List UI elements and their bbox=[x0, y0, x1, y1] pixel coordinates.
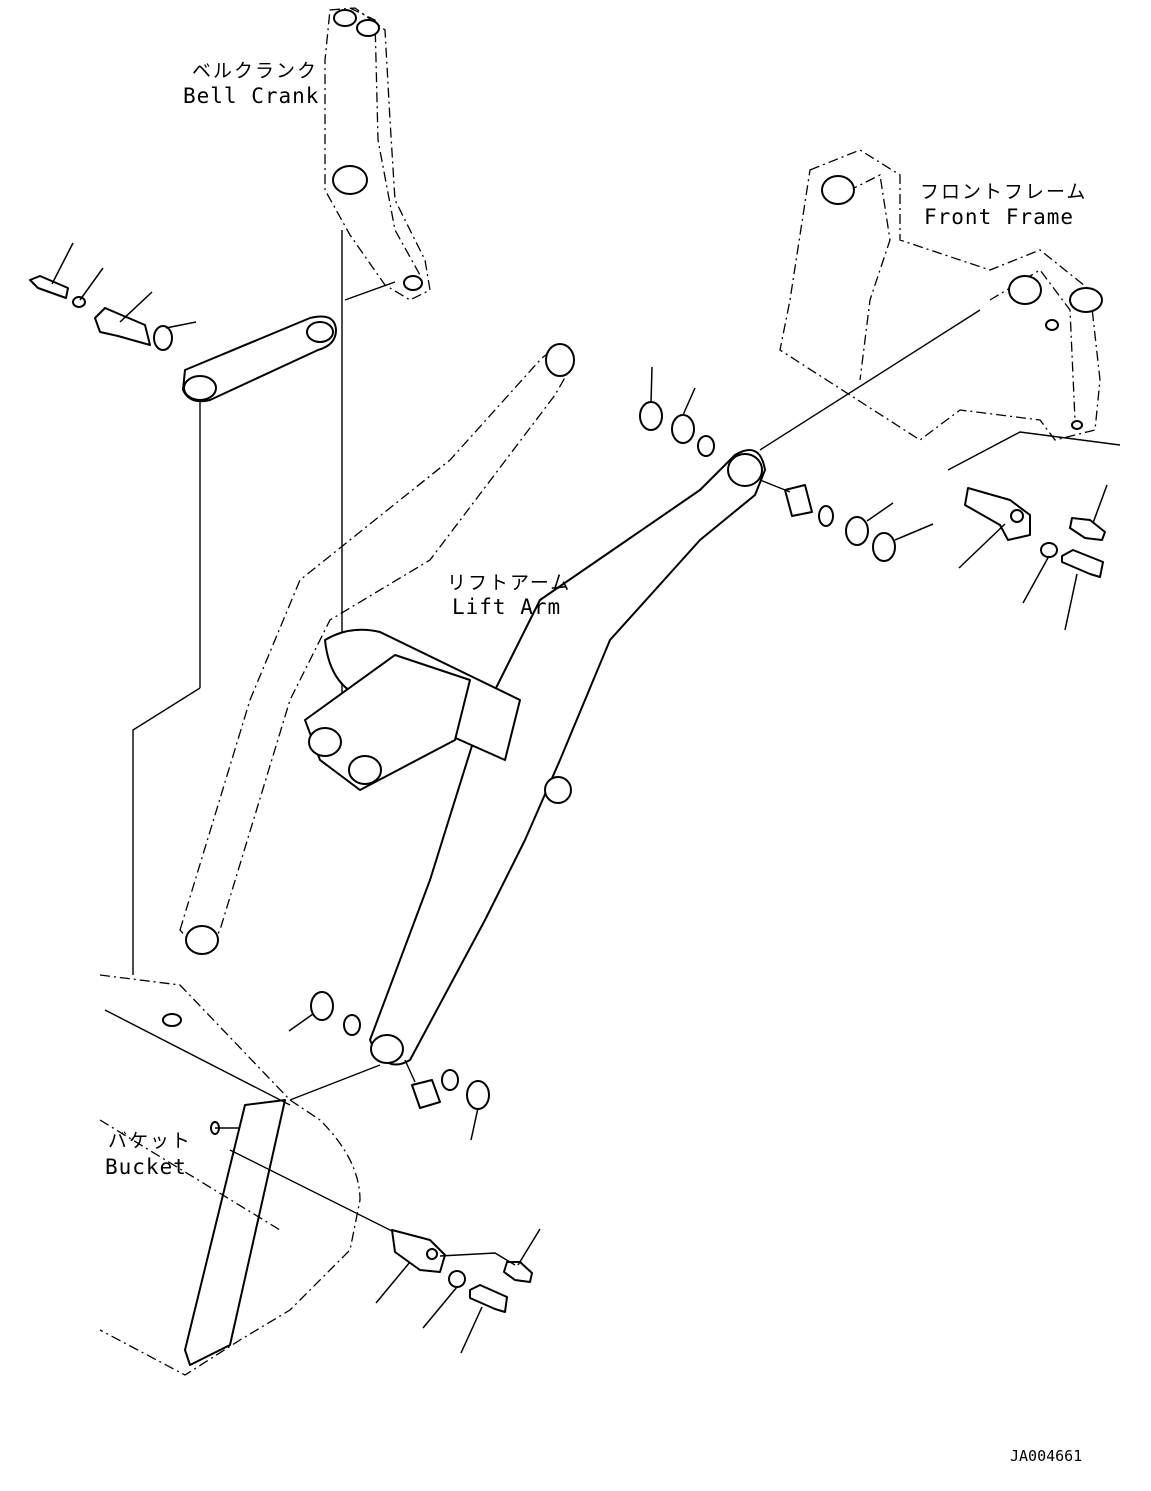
label-front-frame-en: Front Frame bbox=[924, 205, 1074, 229]
label-bucket: バケット Bucket bbox=[105, 1130, 192, 1179]
label-bell-crank-en: Bell Crank bbox=[183, 84, 319, 108]
bucket-pin-assembly bbox=[229, 1149, 541, 1354]
label-bell-crank-jp: ベルクランク bbox=[192, 60, 318, 82]
label-lift-arm-jp: リフトアーム bbox=[447, 572, 571, 594]
drawing-code: JA004661 bbox=[1010, 1447, 1082, 1465]
frame-pin-assembly bbox=[947, 431, 1121, 631]
label-bell-crank: ベルクランク Bell Crank bbox=[183, 60, 319, 108]
label-front-frame: フロントフレーム Front Frame bbox=[920, 181, 1087, 229]
bell-crank-link bbox=[132, 315, 337, 975]
label-bucket-jp: バケット bbox=[108, 1130, 192, 1152]
bell-crank-pin-assembly bbox=[29, 242, 197, 351]
bucket bbox=[99, 974, 381, 1376]
label-lift-arm: リフトアーム Lift Arm bbox=[447, 572, 571, 619]
label-lift-arm-en: Lift Arm bbox=[452, 595, 561, 619]
label-front-frame-jp: フロントフレーム bbox=[920, 181, 1087, 203]
bucket-pin-shims bbox=[288, 991, 490, 1141]
label-bucket-en: Bucket bbox=[105, 1155, 187, 1179]
lift-arm bbox=[179, 343, 766, 1066]
front-frame bbox=[759, 149, 1103, 451]
frame-pin-shims bbox=[639, 366, 934, 562]
